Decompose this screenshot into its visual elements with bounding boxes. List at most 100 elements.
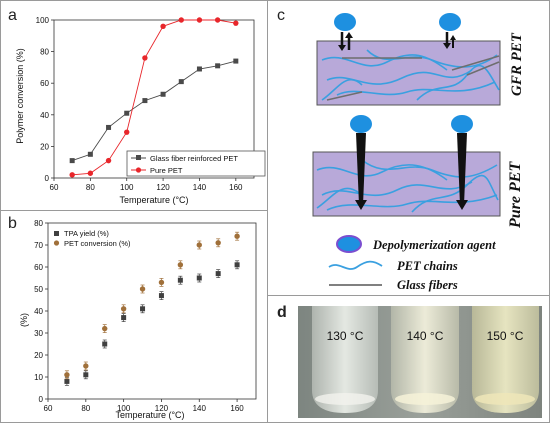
data-point-pet-conversion <box>196 242 202 248</box>
legend-label-tpa-yield: TPA yield (%) <box>64 229 109 238</box>
tube-140: 140 °C <box>391 306 459 413</box>
data-point-glass-fiber-reinforced-pet <box>124 110 130 116</box>
panel-c-label: c <box>277 7 285 24</box>
data-point-pet-conversion <box>139 286 146 292</box>
chart-a-x-tick-label: 120 <box>156 183 170 192</box>
data-point-pure-pet <box>69 172 75 178</box>
tube-140-label: 140 °C <box>407 329 444 343</box>
chart-b-y-tick-label: 10 <box>34 373 43 382</box>
chart-b-x-tick-label: 140 <box>193 404 207 413</box>
panel-a-label: a <box>8 7 17 24</box>
chart-a-y-tick-label: 100 <box>36 16 50 25</box>
legend-marker-glass-fiber <box>136 155 141 160</box>
data-point-pet-conversion <box>158 279 165 286</box>
legend-marker-pure-pet <box>135 167 142 173</box>
chart-a-x-tick-label: 80 <box>86 183 95 192</box>
legend-label-glass-fiber: Glass fiber reinforced PET <box>150 154 238 163</box>
blue-ellipse-icon <box>336 235 362 253</box>
chart-b-y-tick-label: 0 <box>39 395 44 404</box>
chart-b-y-tick-label: 40 <box>34 307 43 316</box>
chart-b-y-tick-label: 70 <box>34 241 43 250</box>
data-point-glass-fiber-reinforced-pet <box>69 158 75 164</box>
chart-a-y-tick-label: 20 <box>40 142 49 151</box>
chart-b-legend: TPA yield (%) PET conversion (%) <box>53 229 131 248</box>
chart-b-y-tick-label: 80 <box>34 219 43 228</box>
data-point-glass-fiber-reinforced-pet <box>178 79 184 85</box>
chart-b-x-tick-label: 60 <box>44 404 53 413</box>
chart-b-y-tick-label: 20 <box>34 351 43 360</box>
chart-b-y-axis-label: (%) <box>19 313 29 327</box>
data-point-glass-fiber-reinforced-pet <box>160 91 166 97</box>
data-point-glass-fiber-reinforced-pet <box>106 124 112 130</box>
chart-b-x-tick-label: 80 <box>81 404 90 413</box>
pure-agent-left <box>350 115 372 210</box>
chart-b-plot-area <box>47 222 257 400</box>
data-point-pure-pet <box>214 17 221 23</box>
data-point-tpa-yield <box>64 378 70 384</box>
data-point-glass-fiber-reinforced-pet <box>233 58 239 64</box>
data-point-tpa-yield <box>158 293 164 299</box>
data-point-pet-conversion <box>234 233 240 239</box>
chart-a-plot-area <box>53 19 255 179</box>
chart-a-x-tick-label: 140 <box>193 183 207 192</box>
gfr-pet-chains <box>321 49 500 101</box>
panel-b-label: b <box>8 215 17 232</box>
chart-a-x-axis-label: Temperature (°C) <box>119 195 188 205</box>
data-point-tpa-yield <box>121 315 127 321</box>
data-point-pure-pet <box>105 157 112 164</box>
legend-label-pure-pet: Pure PET <box>150 166 183 175</box>
chart-a-y-tick-label: 0 <box>45 174 50 183</box>
data-point-pure-pet <box>124 129 130 135</box>
data-point-pet-conversion <box>177 262 184 268</box>
gfr-pet-label: GFR PET <box>509 32 525 96</box>
gfr-agent-left <box>334 13 356 51</box>
data-point-pure-pet <box>233 20 239 26</box>
data-point-pet-conversion <box>64 372 70 378</box>
data-point-pet-conversion <box>215 240 221 246</box>
chart-a-y-axis-label: Polymer conversion (%) <box>15 48 25 144</box>
legend-fibers-label: Glass fibers <box>397 278 458 292</box>
pure-pet-label: Pure PET <box>507 161 524 229</box>
data-point-tpa-yield <box>140 306 146 312</box>
chart-b-x-tick-label: 100 <box>117 404 131 413</box>
chart-a-y-tick-label: 80 <box>40 48 49 57</box>
legend-marker-tpa-yield <box>54 231 59 236</box>
data-point-tpa-yield <box>215 271 221 277</box>
legend-marker-pet-conversion <box>53 240 60 246</box>
series-line-pure-pet <box>72 19 236 176</box>
data-point-tpa-yield <box>234 262 240 268</box>
panel-c-diagram: c GFR PET <box>277 7 525 292</box>
pure-agent-right <box>451 115 473 210</box>
data-point-glass-fiber-reinforced-pet <box>196 66 202 72</box>
chart-a-x-tick-label: 100 <box>120 183 134 192</box>
chart-a-x-tick-label: 60 <box>50 183 59 192</box>
data-point-tpa-yield <box>83 372 89 378</box>
chart-b-x-tick-label: 120 <box>155 404 169 413</box>
tube-150: 150 °C <box>472 306 539 413</box>
data-point-pet-conversion <box>102 325 108 332</box>
glass-fibers <box>326 55 500 101</box>
data-point-tpa-yield <box>102 341 108 347</box>
data-point-tpa-yield <box>177 277 183 283</box>
data-point-glass-fiber-reinforced-pet <box>142 98 148 104</box>
chart-b-y-tick-label: 30 <box>34 329 43 338</box>
legend-agent-label: Depolymerization agent <box>372 238 496 252</box>
chart-a-legend: Glass fiber reinforced PET Pure PET <box>126 150 266 177</box>
data-point-pure-pet <box>178 17 184 23</box>
data-point-pure-pet <box>160 23 166 30</box>
chart-a-y-tick-label: 60 <box>40 79 49 88</box>
chart-b-x-axis-label: Temperature (°C) <box>115 410 184 420</box>
data-point-pure-pet <box>196 17 203 23</box>
data-point-pure-pet <box>142 55 148 61</box>
legend-label-pet-conversion: PET conversion (%) <box>64 239 131 248</box>
data-point-glass-fiber-reinforced-pet <box>87 151 93 157</box>
data-point-glass-fiber-reinforced-pet <box>215 63 221 69</box>
data-point-tpa-yield <box>196 275 202 281</box>
data-point-pet-conversion <box>83 363 89 369</box>
tube-150-label: 150 °C <box>487 329 524 343</box>
panel-d-label: d <box>277 304 287 321</box>
chart-b-y-tick-label: 50 <box>34 285 43 294</box>
chart-a-y-tick-label: 40 <box>40 111 49 120</box>
blue-wave-icon <box>328 260 383 270</box>
